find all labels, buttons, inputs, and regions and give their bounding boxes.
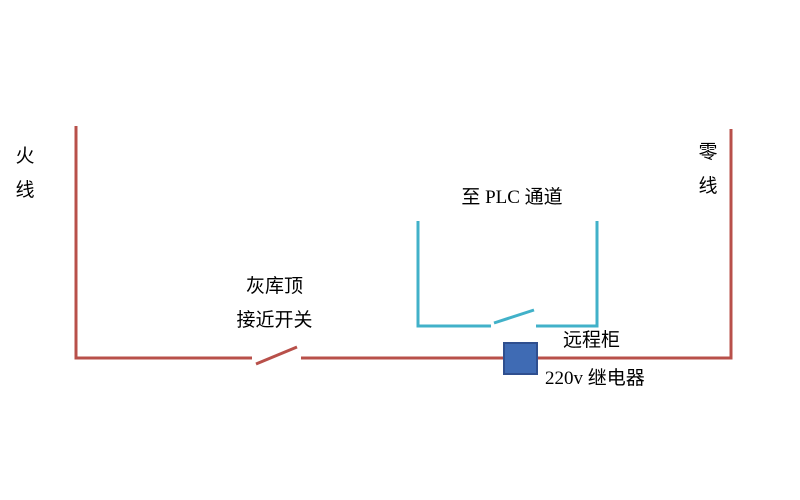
relay-contact-symbol (493, 308, 535, 325)
live-wire-line (74, 126, 252, 360)
proximity-switch-label: 灰库顶 接近开关 (222, 270, 327, 338)
neutral-wire-line (301, 129, 733, 360)
plc-channel-right-line (536, 221, 599, 328)
neutral-wire-label: 零线 (698, 142, 718, 197)
proximity-switch-symbol (255, 345, 298, 366)
remote-cabinet-label: 远程柜 (563, 330, 621, 351)
relay-coil-box (503, 342, 538, 375)
plc-channel-left-line (416, 221, 491, 328)
proximity-switch-label-line2: 接近开关 (236, 310, 313, 331)
relay-label: 220v 继电器 (545, 368, 645, 389)
live-wire-label: 火线 (15, 146, 35, 201)
plc-channel-label: 至 PLC 通道 (461, 187, 563, 208)
proximity-switch-label-line1: 灰库顶 (245, 276, 303, 297)
